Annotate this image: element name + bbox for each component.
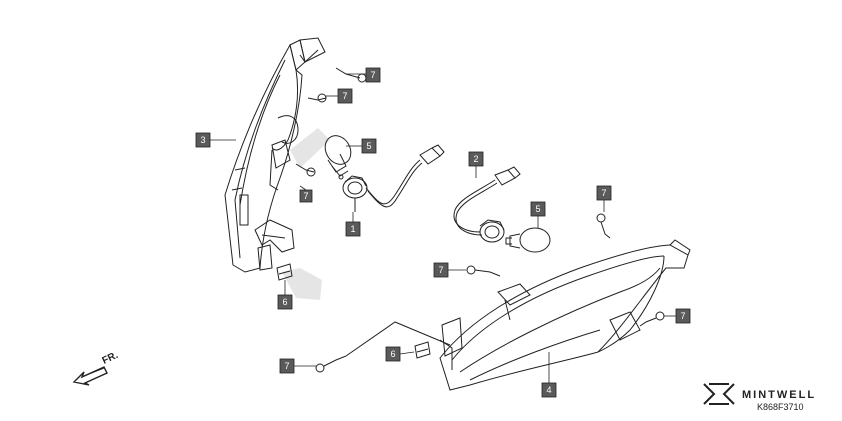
svg-text:4: 4 <box>546 385 551 395</box>
svg-text:5: 5 <box>366 141 371 151</box>
bulb-right <box>505 227 551 253</box>
leader-lines <box>210 73 676 383</box>
callout-3: 3 <box>195 132 211 148</box>
right-turn-signal-housing <box>439 239 691 391</box>
clip-right <box>414 341 431 359</box>
svg-text:7: 7 <box>370 70 375 80</box>
svg-text:7: 7 <box>303 191 308 201</box>
svg-text:6: 6 <box>390 349 395 359</box>
callout-7a: 7 <box>365 67 381 83</box>
callout-7b: 7 <box>337 88 353 104</box>
callout-5a: 5 <box>361 138 377 154</box>
socket-harness-left <box>342 144 445 212</box>
callout-6b: 6 <box>385 346 401 362</box>
callout-7g: 7 <box>279 358 295 374</box>
svg-text:1: 1 <box>350 224 355 234</box>
screw-icons-left <box>295 67 367 177</box>
front-direction-arrow-icon: FR. <box>72 350 120 386</box>
callout-7c: 7 <box>299 189 313 203</box>
diagram-code: K868F3710 <box>757 402 804 412</box>
callout-7d: 7 <box>596 185 612 201</box>
callout-7e: 7 <box>433 262 449 278</box>
svg-text:7: 7 <box>342 91 347 101</box>
svg-text:6: 6 <box>282 297 287 307</box>
brand-name: MINTWELL <box>742 389 816 401</box>
svg-text:5: 5 <box>535 204 540 214</box>
svg-text:2: 2 <box>473 154 478 164</box>
svg-text:FR.: FR. <box>101 350 120 367</box>
socket-harness-right <box>453 166 521 243</box>
clip-left <box>276 263 293 281</box>
callout-2: 2 <box>468 151 484 167</box>
mintwell-logo-icon <box>703 383 735 405</box>
left-turn-signal-housing <box>224 37 326 273</box>
svg-text:7: 7 <box>680 311 685 321</box>
screw-icons-right <box>315 213 665 373</box>
svg-text:3: 3 <box>200 135 205 145</box>
svg-text:7: 7 <box>438 265 443 275</box>
callout-5b: 5 <box>530 201 546 217</box>
callout-1: 1 <box>345 221 361 237</box>
bulb-upper-left <box>324 135 352 180</box>
dotted-shading <box>282 128 330 300</box>
callout-4: 4 <box>541 382 557 398</box>
svg-text:7: 7 <box>284 361 289 371</box>
callout-6a: 6 <box>277 294 293 310</box>
callout-7f: 7 <box>675 308 691 324</box>
svg-text:7: 7 <box>601 188 606 198</box>
